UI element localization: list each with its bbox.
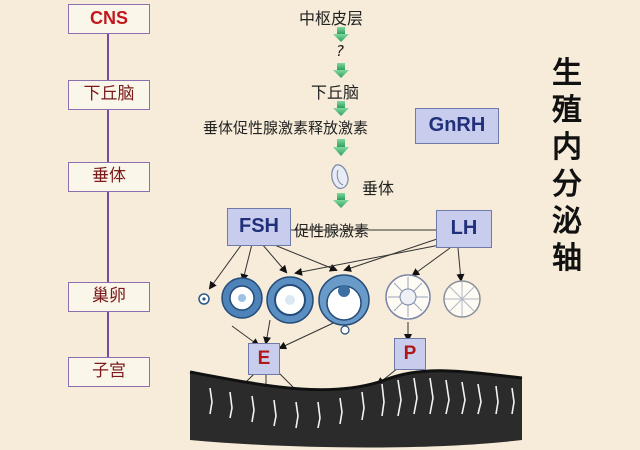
- gnrh-full-name: 垂体促性腺激素释放激素: [203, 117, 368, 138]
- title-char: 内: [543, 129, 591, 166]
- center-pituitary-label: 垂体: [362, 175, 394, 199]
- lh-box: LH: [436, 210, 492, 248]
- pituitary-gland-icon: [332, 165, 348, 188]
- mature-follicle: [319, 275, 369, 334]
- corpus-luteum: [386, 275, 430, 319]
- green-arrow-1: [333, 27, 349, 42]
- center-hypothalamus-label: 下丘脑: [311, 79, 359, 103]
- green-arrow-3: [333, 101, 349, 116]
- title-char: 生: [543, 55, 591, 92]
- corpus-albicans: [444, 281, 480, 317]
- gnrh-box: GnRH: [415, 108, 499, 144]
- green-arrow-5: [333, 193, 349, 208]
- green-arrow-4: [333, 139, 349, 156]
- title-char: 泌: [543, 203, 591, 240]
- gonadotropin-label: 促性腺激素: [294, 220, 369, 241]
- fsh-box: FSH: [227, 208, 291, 246]
- estrogen-box: E: [248, 343, 280, 375]
- endometrium: [190, 371, 522, 448]
- primordial-follicle: [199, 294, 209, 304]
- question-mark: ?: [336, 42, 344, 60]
- cortex-label: 中枢皮层: [299, 5, 363, 29]
- primary-follicle: [222, 278, 262, 318]
- green-arrow-2: [333, 63, 349, 78]
- progesterone-box: P: [394, 338, 426, 370]
- title-char: 轴: [543, 240, 591, 277]
- title-char: 分: [543, 166, 591, 203]
- secondary-follicle: [267, 277, 313, 323]
- reproductive-axis-title: 生 殖 内 分 泌 轴: [543, 55, 591, 277]
- title-char: 殖: [543, 92, 591, 129]
